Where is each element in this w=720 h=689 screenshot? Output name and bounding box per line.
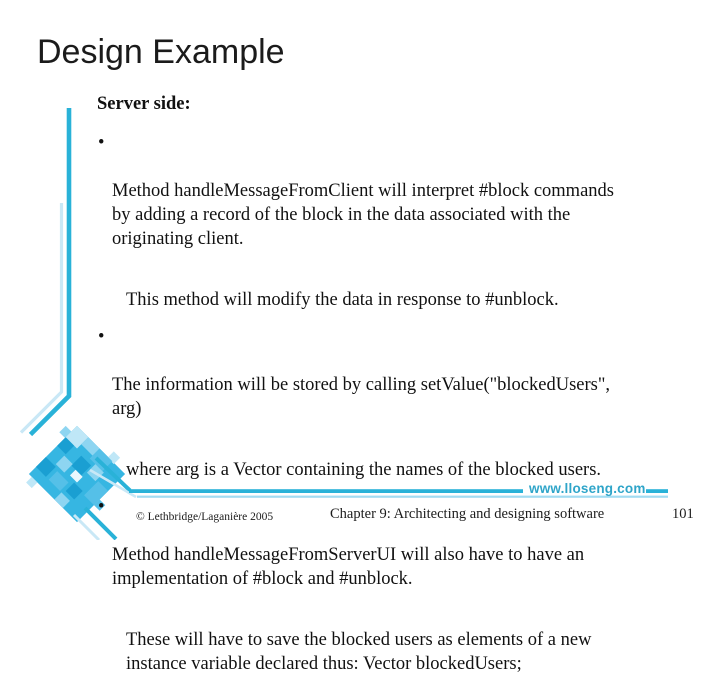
section-heading: Server side:: [97, 94, 191, 114]
sub-paragraph: where arg is a Vector containing the nam…: [126, 434, 677, 482]
bullet-icon: •: [98, 133, 105, 153]
bullet-text: Method handleMessageFromClient will inte…: [112, 181, 614, 249]
bullet-text: Method handleMessageFromServerUI will al…: [112, 545, 585, 589]
bullet-item: • Method handleMessageFromClient will in…: [97, 131, 677, 251]
slide-title: Design Example: [37, 33, 285, 71]
bullet-icon: •: [98, 327, 105, 347]
bullet-text: The information will be stored by callin…: [112, 375, 611, 419]
left-pale-accent-line: [19, 203, 64, 434]
corner-pale-diagonal: [72, 513, 101, 540]
sub-text: These will have to save the blocked user…: [126, 630, 592, 674]
copyright-label: © Lethbridge/Laganière 2005: [136, 511, 274, 523]
sub-text: where arg is a Vector containing the nam…: [126, 460, 602, 480]
page-number: 101: [672, 506, 694, 522]
bullet-icon: •: [98, 497, 105, 517]
left-accent-line: [28, 108, 72, 437]
chapter-label: Chapter 9: Architecting and designing so…: [330, 506, 605, 522]
slide-body: Server side: • Method handleMessageFromC…: [97, 92, 677, 689]
sub-text: This method will modify the data in resp…: [126, 290, 559, 310]
website-label: www.lloseng.com: [529, 481, 646, 496]
sub-paragraph: This method will modify the data in resp…: [126, 264, 677, 312]
sub-paragraph: These will have to save the blocked user…: [126, 604, 677, 676]
bullet-item: • The information will be stored by call…: [97, 325, 677, 421]
